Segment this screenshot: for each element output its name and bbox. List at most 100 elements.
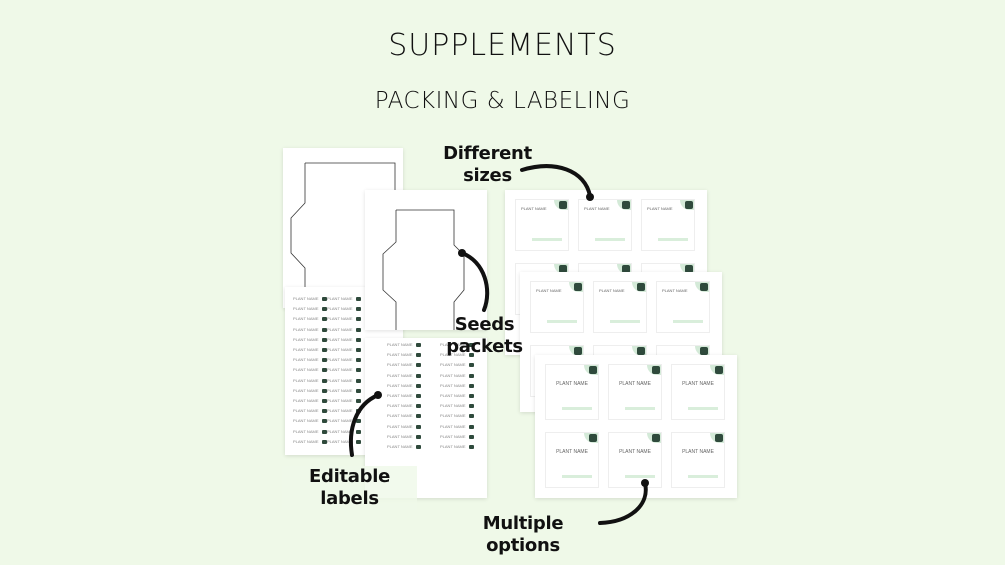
label-text: PLANT NAME <box>293 398 319 403</box>
label-text: PLANT NAME <box>440 362 466 368</box>
leaf-icon <box>415 434 421 439</box>
label-item: PLANT NAME <box>440 383 474 388</box>
label-item: PLANT NAME <box>387 413 421 418</box>
label-text: PLANT NAME <box>440 372 466 378</box>
leaf-icon <box>695 282 709 292</box>
leaf-icon <box>321 337 327 342</box>
leaf-icon <box>415 342 421 347</box>
plant-card: PLANT NAME <box>578 199 632 251</box>
leaf-icon <box>355 327 361 332</box>
label-text: PLANT NAME <box>293 408 319 414</box>
label-item: PLANT NAME <box>440 342 474 347</box>
label-text: PLANT NAME <box>327 296 353 301</box>
card-bar <box>562 475 592 478</box>
label-item: PLANT NAME <box>327 398 361 403</box>
leaf-icon <box>680 264 694 274</box>
leaf-icon <box>584 433 598 443</box>
leaf-icon <box>468 434 474 439</box>
leaf-icon <box>415 383 421 388</box>
label-text: PLANT NAME <box>293 296 319 301</box>
leaf-icon <box>554 264 568 274</box>
leaf-icon <box>355 398 361 403</box>
card-bar <box>610 320 640 323</box>
label-text: PLANT NAME <box>327 377 353 383</box>
label-item: PLANT NAME <box>293 337 327 342</box>
leaf-icon <box>355 337 361 342</box>
leaf-icon <box>355 439 361 444</box>
leaf-icon <box>321 327 327 332</box>
label-text: PLANT NAME <box>440 444 466 449</box>
plant-card: PLANT NAME <box>641 199 695 251</box>
label-item: PLANT NAME <box>387 373 421 378</box>
plant-card: PLANT NAME <box>671 364 725 420</box>
card-label: PLANT NAME <box>584 206 610 211</box>
card-label: PLANT NAME <box>647 206 673 211</box>
label-item: PLANT NAME <box>440 434 474 439</box>
label-text: PLANT NAME <box>387 444 413 449</box>
leaf-icon <box>321 378 327 383</box>
label-text: PLANT NAME <box>293 438 319 444</box>
leaf-icon <box>321 296 327 301</box>
label-text: PLANT NAME <box>327 428 353 434</box>
leaf-icon <box>321 317 327 322</box>
leaf-icon <box>355 378 361 383</box>
leaf-icon <box>321 409 327 414</box>
label-text: PLANT NAME <box>327 438 353 444</box>
label-item: PLANT NAME <box>327 388 361 393</box>
label-item: PLANT NAME <box>293 398 327 403</box>
leaf-icon <box>680 200 694 210</box>
leaf-icon <box>647 433 661 443</box>
leaf-icon <box>617 200 631 210</box>
card-label: PLANT NAME <box>599 288 625 293</box>
leaf-icon <box>355 347 361 352</box>
label-item: PLANT NAME <box>293 429 327 434</box>
leaf-icon <box>468 353 474 358</box>
label-item: PLANT NAME <box>293 347 327 352</box>
label-text: PLANT NAME <box>293 418 319 424</box>
label-item: PLANT NAME <box>387 342 421 347</box>
plant-card: PLANT NAME <box>545 364 599 420</box>
card-bar <box>658 238 688 241</box>
label-text: PLANT NAME <box>293 428 319 434</box>
leaf-icon <box>355 388 361 393</box>
leaf-icon <box>321 439 327 444</box>
leaf-icon <box>355 429 361 434</box>
leaf-icon <box>355 358 361 363</box>
leaf-icon <box>321 307 327 312</box>
leaf-icon <box>321 419 327 424</box>
card-bar <box>625 475 655 478</box>
label-item: PLANT NAME <box>327 296 361 301</box>
leaf-icon <box>468 414 474 419</box>
leaf-icon <box>632 346 646 356</box>
label-item: PLANT NAME <box>293 316 327 321</box>
leaf-icon <box>321 398 327 403</box>
plant-card: PLANT NAME <box>656 281 710 333</box>
label-text: PLANT NAME <box>293 347 319 352</box>
leaf-icon <box>632 282 646 292</box>
card-bar <box>688 475 718 478</box>
label-text: PLANT NAME <box>440 393 466 398</box>
label-text: PLANT NAME <box>387 362 413 368</box>
leaf-icon <box>355 307 361 312</box>
label-item: PLANT NAME <box>327 316 361 321</box>
label-item: PLANT NAME <box>293 378 327 383</box>
label-text: PLANT NAME <box>327 316 353 322</box>
seed-packet-template-2 <box>365 190 487 330</box>
card-label: PLANT NAME <box>521 206 547 211</box>
leaf-icon <box>355 296 361 301</box>
plant-card: PLANT NAME <box>530 281 584 333</box>
label-item: PLANT NAME <box>327 347 361 352</box>
label-item: PLANT NAME <box>293 306 327 311</box>
label-item: PLANT NAME <box>293 408 327 413</box>
label-text: PLANT NAME <box>440 342 466 347</box>
label-item: PLANT NAME <box>327 357 361 362</box>
annotation-seeds-packets: Seeds packets <box>446 314 523 357</box>
label-item: PLANT NAME <box>293 418 327 423</box>
leaf-icon <box>415 414 421 419</box>
card-bar <box>673 320 703 323</box>
leaf-icon <box>468 363 474 368</box>
leaf-icon <box>355 317 361 322</box>
label-item: PLANT NAME <box>293 388 327 393</box>
label-text: PLANT NAME <box>293 377 319 383</box>
